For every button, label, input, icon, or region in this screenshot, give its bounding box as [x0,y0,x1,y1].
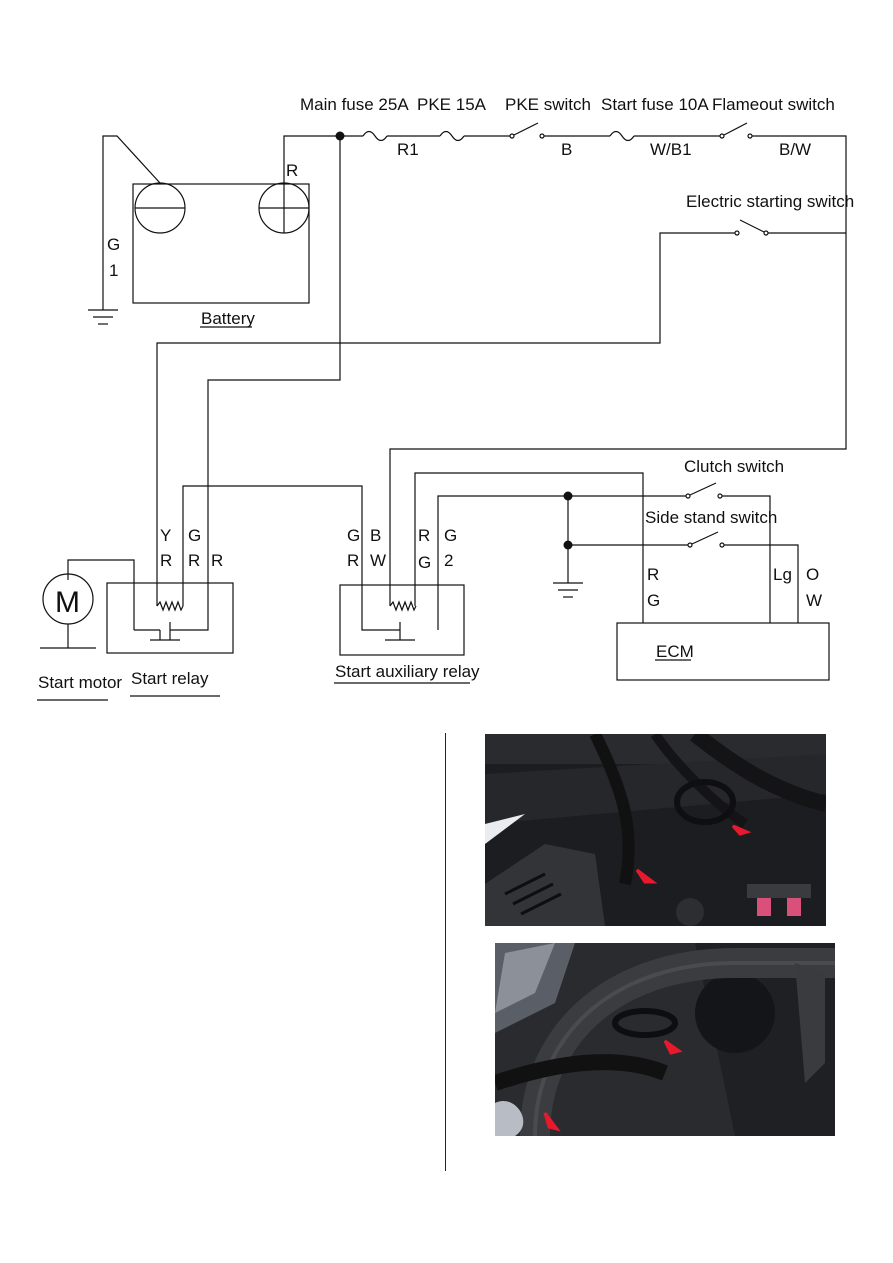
main-fuse-label: Main fuse 25A [300,95,409,114]
wiring-photo-1 [485,734,826,926]
wire-r1-label: R1 [397,140,419,159]
arrow-4 [543,1112,561,1132]
motor-letter: M [55,586,80,619]
aux-wire-g2-label: G [418,553,431,572]
ecm-wire-o-label: O [806,565,819,584]
start-relay-label: Start relay [131,669,209,688]
start-relay-body [106,582,234,654]
side-stand-switch-label: Side stand switch [645,508,777,527]
connector-left [757,894,771,916]
ecm-wire-w-label: W [806,591,822,610]
aux-wire-2-label: 2 [444,551,453,570]
main-fuse-symbol [362,130,388,142]
start-aux-relay-body [339,584,465,656]
aux-wire-b-label: B [370,526,381,545]
column-divider [445,733,446,1171]
arrow-1 [731,824,752,836]
relay-wire-r3-label: R [211,551,223,570]
wiring-diagram: Main fuse 25A PKE 15A PKE switch Start f… [37,95,854,701]
arrow-2 [635,868,658,884]
ecm-wire-r-label: R [647,565,659,584]
ecm-label: ECM [656,642,694,661]
wire-wb1-label: W/B1 [650,140,692,159]
clutch-switch-label: Clutch switch [684,457,784,476]
aux-wire-r2-label: R [418,526,430,545]
pke-switch-label: PKE switch [505,95,591,114]
battery-label: Battery [201,309,255,328]
arrow-3 [663,1039,683,1055]
electric-starting-switch-label: Electric starting switch [686,192,854,211]
connector-right [787,894,801,916]
pke-fuse-symbol [439,130,465,142]
relay-wire-g-label: G [188,526,201,545]
battery-body [132,183,310,304]
side-stand-switch-symbol [691,531,719,545]
start-fuse-label: Start fuse 10A [601,95,709,114]
relay-wire-y-label: Y [160,526,171,545]
ecm-body [616,622,830,681]
ecm-wire-lg-label: Lg [773,565,792,584]
aux-wire-g-label: G [347,526,360,545]
aux-wire-g3-label: G [444,526,457,545]
aux-wire-w-label: W [370,551,386,570]
relay-wire-r-label: R [160,551,172,570]
wire-g-label: G [107,235,120,254]
aux-wire-r-label: R [347,551,359,570]
wiring-photo-2 [495,943,835,1136]
wire-b-label: B [561,140,572,159]
wire-1-label: 1 [109,261,118,280]
wire-r-label: R [286,161,298,180]
clutch-switch-symbol [689,482,717,496]
flameout-switch-symbol [723,122,748,136]
relay-wire-r2-label: R [188,551,200,570]
start-fuse-symbol [609,130,635,142]
start-motor-label: Start motor [38,673,122,692]
pke-switch-symbol [513,122,539,136]
flameout-switch-label: Flameout switch [712,95,835,114]
electric-starting-switch-symbol [739,219,765,233]
wire-bw-label: B/W [779,140,811,159]
ecm-wire-g-label: G [647,591,660,610]
start-aux-relay-label: Start auxiliary relay [335,662,480,681]
pke-fuse-label: PKE 15A [417,95,487,114]
